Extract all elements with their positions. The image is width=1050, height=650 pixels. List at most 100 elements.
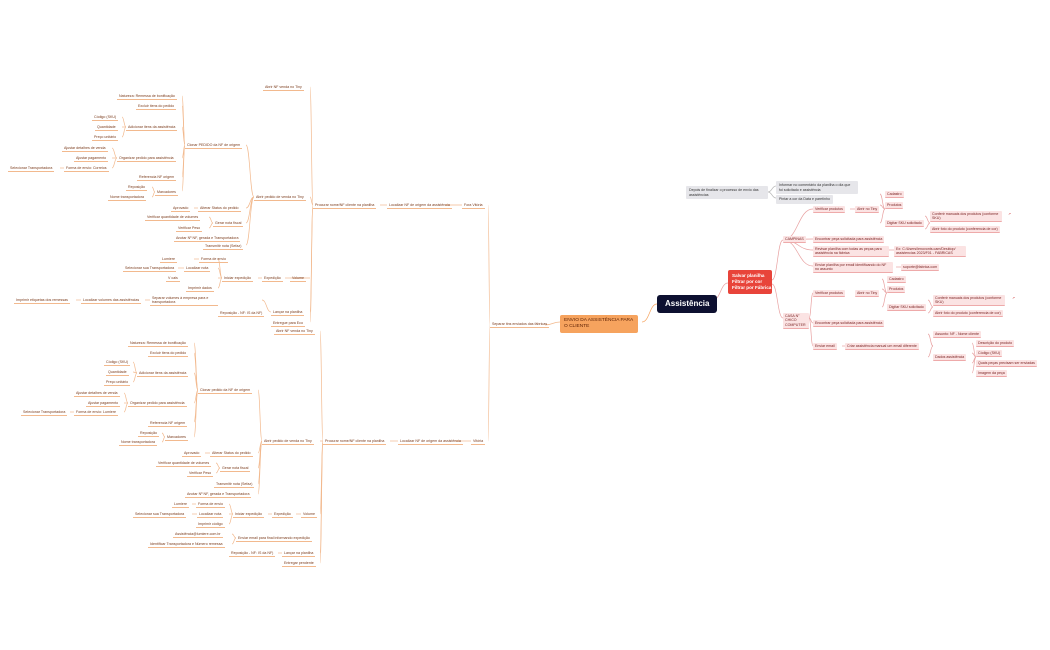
iniciar-expedicao-b-node[interactable]: Iniciar expedição [233, 511, 264, 518]
preco-node[interactable]: Preço unitário [92, 134, 119, 141]
quantidade-b-node[interactable]: Quantidade [106, 369, 129, 376]
identificar-b-node[interactable]: Identificar Transportadora e Número reme… [148, 541, 225, 548]
dados-assist-node[interactable]: Dados assistência [933, 354, 967, 361]
ajustar-pagamento-b-node[interactable]: Ajustar pagamento [86, 400, 121, 407]
procurar-node[interactable]: Procurar nome/NF cliente na planilha [313, 202, 377, 209]
lancar-planilha-b-node[interactable]: Lançar na planilha [282, 550, 316, 557]
forma-envio2-node[interactable]: Forma de envio [199, 256, 228, 263]
lumiere-node[interactable]: Lumiere [160, 256, 177, 263]
imprimir-codigo-node[interactable]: Imprimir dados [186, 285, 214, 292]
digitar-sku2-node[interactable]: Digitar SKU solicitado [887, 304, 926, 311]
produtos-node[interactable]: Produtos [885, 202, 904, 209]
digitar-sku-node[interactable]: Digitar SKU solicitado [885, 220, 924, 227]
imagem-node[interactable]: Imagem da peça [976, 370, 1007, 377]
nome-transp-b-node[interactable]: Nome transportadora [119, 439, 157, 446]
clonar-b-node[interactable]: Clonar pedido da NF de origem [198, 387, 253, 394]
adicionar-b-node[interactable]: Adicionar itens da assistência [137, 370, 189, 377]
organizar-node[interactable]: Organizar pedido para assistência [117, 155, 176, 162]
lumiere-b-node[interactable]: Lumiere [172, 501, 189, 508]
caminho-node[interactable]: Ex: C:/Users/lenovonts.cam/Desktop/ assi… [894, 246, 966, 258]
abrir-foto2-node[interactable]: Abrir foto do produto (conferencia de co… [933, 310, 1003, 317]
reposicao-nf-node[interactable]: Reposição - NF: IS da NF) [218, 310, 265, 317]
cidade-node[interactable]: CAMPINAS [783, 236, 806, 243]
imprimir-etiquetas-node[interactable]: Imprimir etiquetas dos remessas [14, 297, 70, 304]
iniciar-expedicao-node[interactable]: Iniciar expedição [222, 275, 253, 282]
enviar-email-node[interactable]: Enviar email [813, 343, 837, 350]
nome-transp-node[interactable]: Nome transportadora [108, 194, 146, 201]
encontrar-pecas-node[interactable]: Encontrar peça solicitada para assistênc… [813, 236, 885, 243]
volume-node[interactable]: Volume [290, 275, 306, 282]
verificar-qtd-node[interactable]: Verificar quantidade de volumes [145, 214, 201, 221]
cadastro-node[interactable]: Cadastro [885, 191, 904, 198]
external-link-icon[interactable]: ↗ [1008, 212, 1012, 216]
encontrar-pecas2-node[interactable]: Encontrar peça solicitada para assistênc… [813, 320, 885, 327]
referencia-node[interactable]: Referencia NF origem [137, 174, 177, 181]
email-fab-node[interactable]: suporte@fabrica.com [901, 264, 940, 271]
verificar-peso-b-node[interactable]: Verificar Peso [187, 470, 214, 477]
conferir-manuais-node[interactable]: Conferir manuais dos produtos (conforme … [930, 211, 1002, 223]
anotar-nf-b-node[interactable]: Anotar Nº NF, gerada e Transportadora [185, 491, 252, 498]
preco-b-node[interactable]: Preço unitário [104, 379, 131, 386]
codigo-r-node[interactable]: Código (SKU) [976, 350, 1003, 357]
abrir-nf-b-node[interactable]: Abrir NF venda no Tiny [274, 328, 315, 335]
conferir-manuais2-node[interactable]: Conferir manuais dos produtos (conforme … [933, 295, 1005, 307]
codigo-b-node[interactable]: Código (SKU) [104, 359, 131, 366]
alterar-status-node[interactable]: Alterar Status do pedido [198, 205, 241, 212]
abrir-foto-node[interactable]: Abrir foto do produto (conferencia de co… [930, 226, 1000, 233]
transmitir-node[interactable]: Transmitir nota (Sefaz) [203, 243, 244, 250]
note-intro[interactable]: Depois de finalizar o processo de envio … [686, 186, 768, 200]
reposicao-node[interactable]: Reposição [126, 184, 147, 191]
expedicao-node[interactable]: Expedição [262, 275, 283, 282]
email1-b-node[interactable]: Assistência@lumiere.com.br [173, 531, 223, 538]
volume-b-node[interactable]: Volume [301, 511, 317, 518]
transmitir-b-node[interactable]: Transmitir nota (Sefaz) [214, 481, 255, 488]
excluir-node[interactable]: Excluir itens do pedido [136, 103, 177, 110]
v-cais-node[interactable]: V cais [166, 275, 180, 282]
entregar-b-node[interactable]: Entregar pendente [282, 560, 316, 567]
abrir-pedido-b-node[interactable]: Abrir pedido de venda no Tiny [262, 438, 314, 445]
verificar-produtos-node[interactable]: Verificar produtos [813, 206, 845, 213]
separar-node[interactable]: Separar itns enviados das fábricas [490, 321, 550, 328]
entregue-node[interactable]: Entregue para Eco [271, 320, 305, 327]
verificar-produtos2-node[interactable]: Verificar produtos [813, 290, 845, 297]
natureza-node[interactable]: Natureza: Remessa de bonificação [117, 93, 177, 100]
localizar-nota-node[interactable]: Localizar nota [184, 265, 211, 272]
ajustar-vendedor-node[interactable]: Ajustar detalhes de venda [62, 145, 108, 152]
marcadores-b-node[interactable]: Marcadores [165, 434, 188, 441]
gerar-nota-node[interactable]: Gerar nota fiscal [213, 220, 244, 227]
descricao-node[interactable]: Descrição do produto [976, 340, 1015, 347]
natureza-b-node[interactable]: Natureza: Remessa de bonificação [128, 340, 188, 347]
referencia-b-node[interactable]: Referencia NF origem [148, 420, 188, 427]
gerar-nota-b-node[interactable]: Gerar nota fiscal [220, 465, 251, 472]
enviar-email-b-node[interactable]: Enviar email para final informando exped… [236, 535, 312, 542]
reposicao-b-node[interactable]: Reposição [138, 430, 159, 437]
anotar-nf-node[interactable]: Anotar Nº NF, gerada e Transportadora [174, 235, 241, 242]
forma-envio2-b-node[interactable]: Forma de envio [196, 501, 225, 508]
fora-vitoria-node[interactable]: Fora Vitória [462, 202, 485, 209]
verificar-qtd-b-node[interactable]: Verificar quantidade de volumes [156, 460, 212, 467]
selecionar-transp2-node[interactable]: Selecionar sua Transportadora [123, 265, 177, 272]
expedicao-b-node[interactable]: Expedição [272, 511, 293, 518]
abrir-nf-node[interactable]: Abrir NF venda no Tiny [263, 84, 304, 91]
produtos2-node[interactable]: Produtos [887, 286, 906, 293]
marcadores-node[interactable]: Marcadores [155, 189, 178, 196]
root-node[interactable]: Assistência [657, 295, 718, 313]
revisar-planilha-node[interactable]: Revisar planilha com todas as peças para… [813, 246, 889, 258]
external-link-icon-2[interactable]: ↗ [1012, 296, 1016, 300]
note-2[interactable]: Pintar a cor da Data e paretinho [776, 195, 833, 204]
aprovado-node[interactable]: Aprovado [171, 205, 191, 212]
verificar-peso-node[interactable]: Verificar Peso [176, 225, 203, 232]
enviar-planilha-node[interactable]: Enviar planilha por email identificando … [813, 262, 893, 274]
quantidade-node[interactable]: Quantidade [95, 124, 118, 131]
aprovado-b-node[interactable]: Aprovado [182, 450, 202, 457]
excluir-b-node[interactable]: Excluir itens do pedido [148, 350, 189, 357]
imprimir-codigo-b-node[interactable]: Imprimir código [196, 521, 225, 528]
selecionar-transp-b-node[interactable]: Selecionar Transportadora [21, 409, 68, 416]
main-topic-envio[interactable]: ENVIO DA ASSISTÊNCIA PARA O CLIENTE [560, 315, 638, 333]
filter-note[interactable]: Salvar planilha Filtrar por cor Filtrar … [728, 270, 772, 294]
abrir-tiny-node[interactable]: Abrir no Tiny [855, 206, 880, 213]
localizar-volumes-node[interactable]: Localizar volumes das assistências [81, 297, 142, 304]
lancar-planilha-node[interactable]: Lançar na planilha [271, 309, 305, 316]
assunto-node[interactable]: Assunto: NF - Nome cliente [933, 331, 981, 338]
note-1[interactable]: Informar no comentário da planilha o dia… [776, 181, 858, 195]
